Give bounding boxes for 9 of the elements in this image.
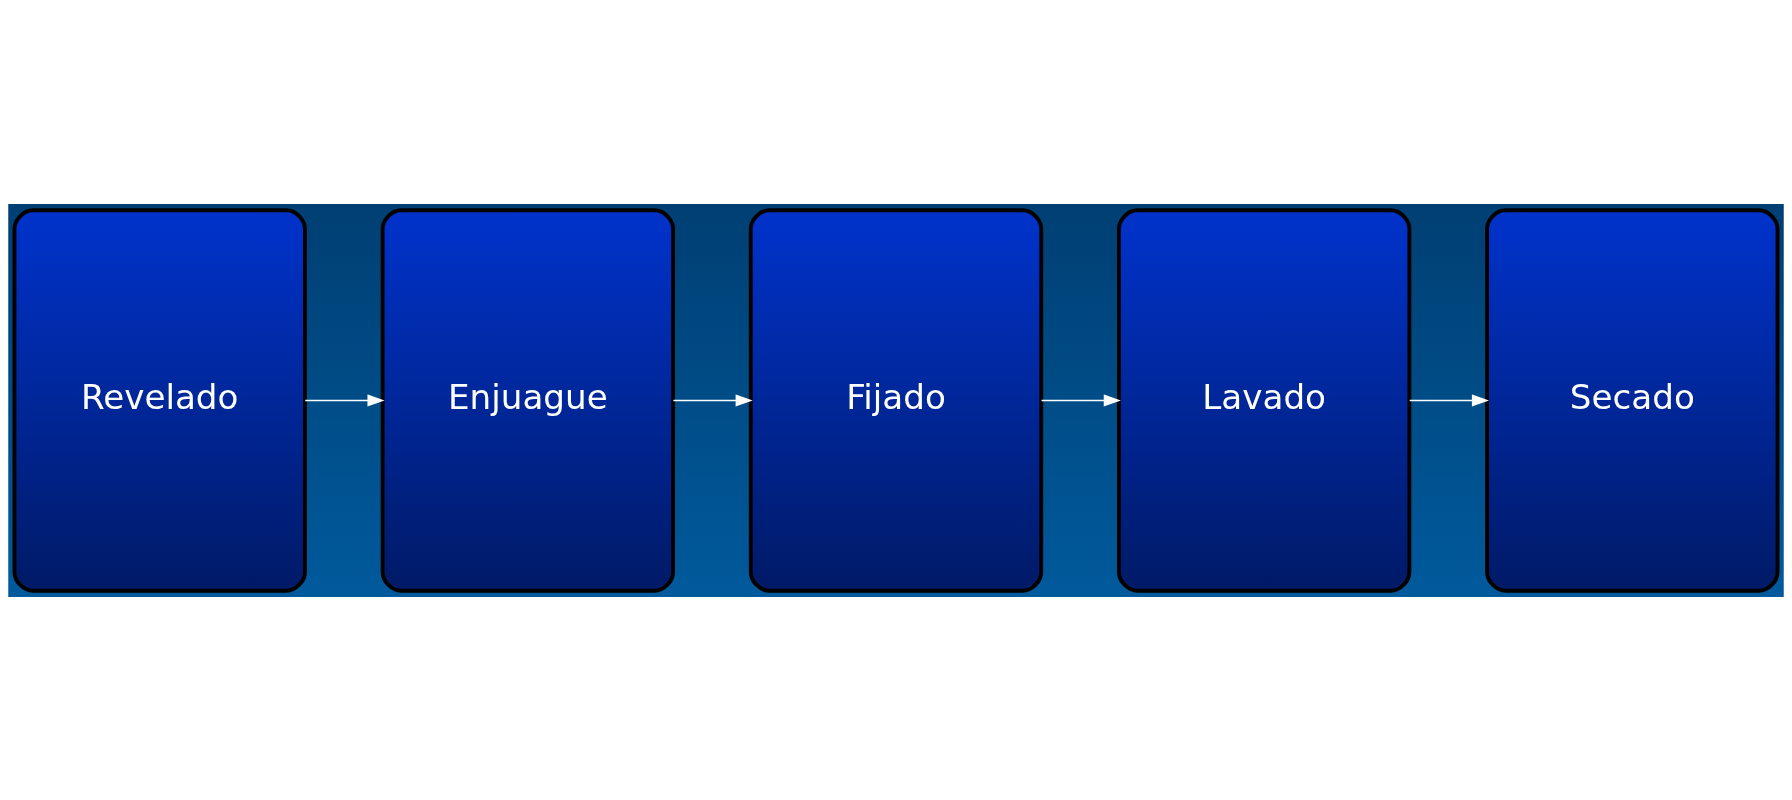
arrow [304, 394, 385, 406]
node-box: Fijado [748, 207, 1044, 593]
arrow [1408, 394, 1489, 406]
node-box: Lavado [1116, 207, 1412, 593]
node-box: Enjuague [380, 207, 676, 593]
node-box: Revelado [12, 207, 307, 593]
node-box: Secado [1485, 207, 1780, 593]
arrow [1040, 394, 1121, 406]
arrow [672, 394, 753, 406]
